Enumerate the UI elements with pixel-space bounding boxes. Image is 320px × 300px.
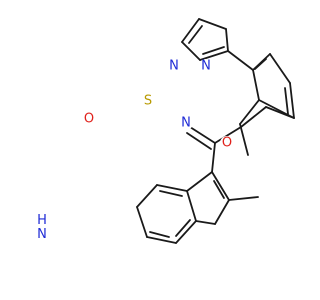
bond-ch2-s xyxy=(240,106,267,128)
bond-triazole-c3-n2-inner xyxy=(284,87,289,115)
triazole-n2-atom: N xyxy=(199,59,213,74)
bond-furan-c3-c2-inner xyxy=(202,46,225,55)
bond-furan-c3-c2 xyxy=(199,50,229,61)
bond-pyrrole-n1-c3a xyxy=(195,220,216,225)
furan-oxygen-atom: O xyxy=(220,136,234,151)
triazole-n1-label: N xyxy=(169,59,179,74)
bond-furan-c2-o xyxy=(225,28,229,52)
bond-c3-carbonyl xyxy=(211,142,216,173)
bond-indole-inner-3 xyxy=(175,219,191,237)
bond-furan-c5-c4-inner xyxy=(188,25,203,44)
bond-pyrrole-c3-c2-inner xyxy=(213,180,225,199)
bond-indole-c5-c6 xyxy=(136,206,148,238)
bond-triazole-n4-c3 xyxy=(258,99,295,119)
bond-methyl xyxy=(228,196,259,201)
triazole-n4-atom: N xyxy=(179,116,193,131)
bond-pyrrole-c3-c2 xyxy=(211,171,230,201)
bond-indole-c3a-c4 xyxy=(175,220,197,244)
bond-furan-o-c5 xyxy=(198,18,227,30)
bond-indole-inner-2 xyxy=(159,190,183,197)
bond-triazole-furan xyxy=(227,50,254,71)
sulfur-label: S xyxy=(144,94,152,109)
triazole-n4-label: N xyxy=(181,116,191,131)
bond-triazole-n2-n1 xyxy=(269,53,291,84)
bond-carbonyl-double-b xyxy=(186,132,212,150)
bond-indole-c7a-c3a xyxy=(186,190,197,222)
bond-triazole-n1-c5-inner xyxy=(254,58,267,70)
bond-indole-inner-1 xyxy=(149,231,170,238)
triazole-n2-label: N xyxy=(201,59,211,74)
bond-pyrrole-c7a-c3 xyxy=(186,171,213,192)
bond-indole-c6-c7 xyxy=(136,184,158,208)
ketone-oxygen-label: O xyxy=(84,112,94,127)
bond-n4-ethyl xyxy=(239,99,260,125)
bond-carbonyl-ch2 xyxy=(214,126,242,144)
bond-pyrrole-c2-n1 xyxy=(214,199,230,225)
bond-ethyl xyxy=(239,123,249,156)
bond-furan-c4-c3 xyxy=(181,41,201,61)
bond-indole-c7-c7a xyxy=(156,184,188,192)
bond-triazole-c3-n2 xyxy=(289,82,295,119)
bond-carbonyl-double-a xyxy=(189,126,216,144)
bond-triazole-c5-n4 xyxy=(252,69,260,101)
bond-indole-c4-c5 xyxy=(146,236,177,244)
triazole-n1-atom: N xyxy=(167,59,181,74)
bond-furan-c5-c4 xyxy=(181,18,200,43)
furan-oxygen-label: O xyxy=(222,136,232,151)
sulfur-atom: S xyxy=(141,94,155,109)
ketone-oxygen-atom: O xyxy=(82,112,96,127)
